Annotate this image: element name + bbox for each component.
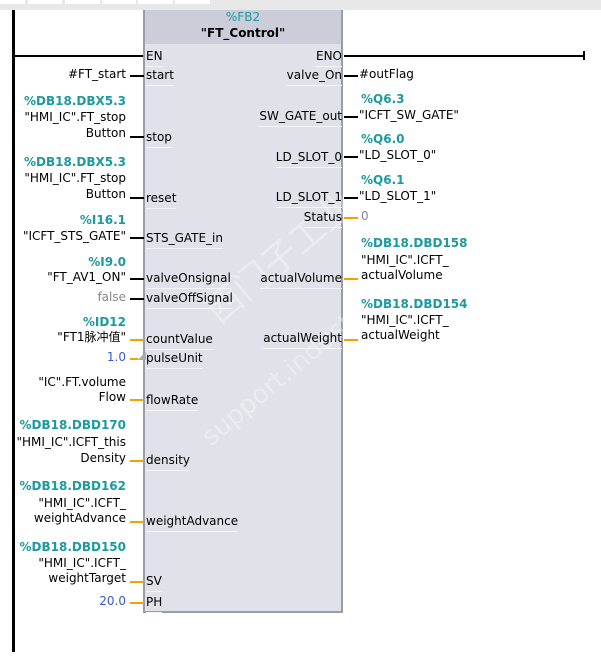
operand-ld-slot-0[interactable]: "LD_SLOT_0" (359, 148, 437, 162)
pin-actual-volume[interactable]: actualVolume (260, 271, 342, 289)
pin-reset[interactable]: reset (146, 191, 177, 209)
wire-ph (130, 602, 144, 604)
operand-count-value[interactable]: "FT1脉冲值" (57, 330, 126, 344)
toolbar-tab[interactable] (0, 0, 25, 4)
operand-valve-onsignal[interactable]: "FT_AV1_ON" (47, 270, 126, 284)
operand-sts-gate-in[interactable]: "ICFT_STS_GATE" (22, 229, 126, 243)
operand-sv-1[interactable]: "HMI_IC".ICFT_ (38, 556, 126, 570)
toolbar-tab[interactable] (138, 0, 173, 4)
pin-status[interactable]: Status (303, 210, 343, 228)
address-count-value: %ID12 (82, 315, 126, 329)
wire-valve-on (344, 75, 358, 77)
address-ld-slot-0: %Q6.0 (361, 132, 405, 146)
pin-sts-gate-in[interactable]: STS_GATE_in (146, 231, 223, 249)
operand-weight-advance-1[interactable]: "HMI_IC".ICFT_ (38, 496, 126, 510)
pin-weight-advance[interactable]: weightAdvance (146, 514, 239, 532)
operand-flow-rate-1[interactable]: "IC".FT.volume (38, 375, 126, 389)
operand-stop-1[interactable]: "HMI_IC".FT_stop (24, 110, 126, 124)
pin-valve-on[interactable]: valve_On (286, 68, 343, 86)
operand-status[interactable]: 0 (361, 209, 369, 223)
wire-ld-slot-0 (344, 156, 358, 158)
address-stop: %DB18.DBX5.3 (23, 94, 126, 108)
wire-ld-slot-1 (344, 197, 358, 199)
wire-sts-gate-in (130, 237, 144, 239)
pin-flow-rate[interactable]: flowRate (146, 393, 199, 411)
address-reset: %DB18.DBX5.3 (23, 155, 126, 169)
en-wire (15, 55, 145, 57)
editor-top-bar (0, 0, 601, 10)
function-block[interactable]: %FB2 "FT_Control" (143, 10, 343, 613)
operand-reset-1[interactable]: "HMI_IC".FT_stop (24, 171, 126, 185)
wire-actual-weight (344, 339, 358, 341)
address-sv: %DB18.DBD150 (19, 540, 126, 554)
operand-flow-rate-2[interactable]: Flow (98, 390, 126, 404)
wire-pulse-unit (130, 358, 138, 360)
pin-sv[interactable]: SV (146, 574, 162, 592)
operand-stop-2[interactable]: Button (85, 126, 126, 140)
pin-count-value[interactable]: countValue (146, 332, 213, 350)
toolbar-tab[interactable] (102, 0, 136, 4)
toolbar-tab[interactable] (65, 0, 100, 4)
operand-density-1[interactable]: "HMI_IC".ICFT_this (16, 435, 126, 449)
address-valve-onsignal: %I9.0 (88, 255, 126, 269)
block-address: %FB2 (225, 10, 261, 24)
operand-weight-advance-2[interactable]: weightAdvance (33, 511, 126, 525)
eno-wire (344, 55, 584, 57)
pin-ph[interactable]: PH (146, 595, 163, 613)
default-value-marker-icon (138, 352, 146, 360)
wire-start (130, 75, 144, 77)
pin-ld-slot-1[interactable]: LD_SLOT_1 (275, 190, 343, 208)
pin-density[interactable]: density (146, 453, 190, 471)
wire-count-value (130, 339, 144, 341)
wire-flow-rate (130, 399, 144, 401)
block-name[interactable]: "FT_Control" (200, 26, 286, 40)
pin-en[interactable]: EN (146, 49, 163, 67)
pin-start[interactable]: start (146, 68, 174, 86)
address-density: %DB18.DBD170 (19, 418, 126, 432)
pin-pulse-unit[interactable]: pulseUnit (146, 351, 203, 369)
operand-actual-weight-1[interactable]: "HMI_IC".ICFT_ (361, 313, 449, 327)
wire-status (344, 217, 358, 219)
wire-stop (130, 136, 144, 138)
wire-weight-advance (130, 521, 144, 523)
wire-valve-offsignal (130, 298, 144, 300)
address-actual-volume: %DB18.DBD158 (361, 236, 468, 250)
operand-ph[interactable]: 20.0 (99, 594, 126, 608)
address-ld-slot-1: %Q6.1 (361, 173, 405, 187)
wire-actual-volume (344, 278, 358, 280)
operand-actual-weight-2[interactable]: actualWeight (361, 328, 440, 342)
address-sts-gate-in: %I16.1 (79, 213, 126, 227)
operand-density-2[interactable]: Density (80, 451, 126, 465)
operand-sw-gate-out[interactable]: "ICFT_SW_GATE" (359, 108, 459, 122)
address-weight-advance: %DB18.DBD162 (19, 479, 126, 493)
wire-reset (130, 197, 144, 199)
wire-valve-onsignal (130, 278, 144, 280)
pin-valve-onsignal[interactable]: valveOnsignal (146, 271, 231, 289)
wire-density (130, 460, 144, 462)
toolbar-tab[interactable] (28, 0, 62, 4)
block-header: %FB2 "FT_Control" (145, 10, 341, 44)
pin-stop[interactable]: stop (146, 130, 172, 148)
address-actual-weight: %DB18.DBD154 (361, 297, 468, 311)
pin-actual-weight[interactable]: actualWeight (263, 331, 342, 349)
pin-eno[interactable]: ENO (315, 49, 343, 67)
pin-sw-gate-out[interactable]: SW_GATE_out (259, 109, 342, 127)
operand-reset-2[interactable]: Button (85, 187, 126, 201)
operand-actual-volume-2[interactable]: actualVolume (361, 268, 443, 282)
operand-ld-slot-1[interactable]: "LD_SLOT_1" (359, 189, 437, 203)
address-sw-gate-out: %Q6.3 (361, 92, 405, 106)
eno-wire-end (583, 51, 585, 60)
wire-sv (130, 581, 144, 583)
operand-actual-volume-1[interactable]: "HMI_IC".ICFT_ (361, 253, 449, 267)
operand-start[interactable]: #FT_start (67, 67, 126, 81)
power-rail (12, 10, 15, 652)
operand-valve-on[interactable]: #outFlag (359, 67, 414, 81)
operand-sv-2[interactable]: weightTarget (48, 571, 126, 585)
pin-valve-offsignal[interactable]: valveOffSignal (146, 291, 233, 309)
toolbar-tab[interactable] (175, 0, 210, 4)
wire-sw-gate-out (344, 116, 358, 118)
pin-ld-slot-0[interactable]: LD_SLOT_0 (275, 150, 343, 168)
operand-pulse-unit[interactable]: 1.0 (106, 350, 126, 364)
operand-valve-offsignal[interactable]: false (97, 290, 126, 304)
